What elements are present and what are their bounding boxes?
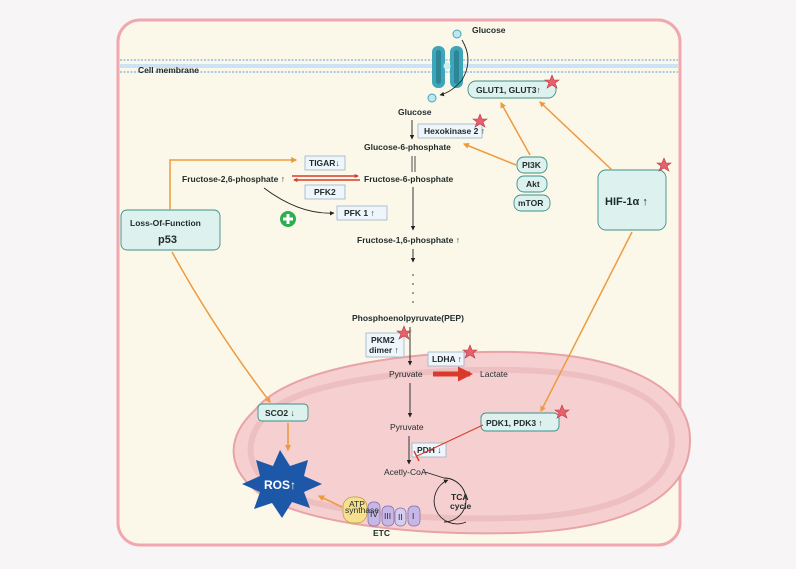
mtor-label: mTOR [518,198,543,208]
hexokinase-box [417,123,483,139]
akt-label: Akt [526,179,540,189]
pfk2-box [304,184,346,200]
glucose-molecule-icon [452,29,462,39]
glucose-transporter-icon [432,46,463,88]
pfk1-label: PFK 1 ↑ [344,208,375,218]
cell-membrane-label: Cell membrane [138,65,199,75]
glut-label: GLUT1, GLUT3↑ [476,85,541,95]
cell-membrane [120,59,678,73]
pkm2-box [365,332,405,358]
glucose-molecule-icon [427,93,437,103]
pyruvate-cytosol-label: Pyruvate [389,369,423,379]
pdk-label: PDK1, PDK3 ↑ [486,418,543,428]
pfk1-box [336,205,388,221]
upregulation-star-icons [396,74,672,419]
hif1a-label: HIF-1α ↑ [605,196,648,208]
acetyl-coa-label: Acetly-CoA [384,467,427,477]
hif1a-box [597,169,667,231]
fructose-2-6-phosphate-label: Fructose-2,6-phosphate ↑ [182,174,285,184]
etc-label: ETC [373,528,390,538]
sco2-box [257,403,309,422]
pep-label: Phosphoenolpyruvate(PEP) [352,313,464,323]
sco2-label: SCO2 ↓ [265,408,295,418]
activation-plus-icon [280,211,296,227]
etc-complexes-icon [342,496,421,527]
lactate-label: Lactate [480,369,508,379]
hexokinase-label: Hexokinase 2 ↑ [424,126,485,136]
pfk2-label: PFK2 [314,187,336,197]
tigar-label: TIGAR↓ [309,158,340,168]
atp-synthase-label-line1: ATP [349,499,365,509]
pdk-box [480,412,560,432]
complex-ii-label: II [398,512,403,522]
tca-cycle-icon [433,477,467,525]
complex-iv-label: IV [370,509,378,519]
fructose-6-phosphate-label: Fructose-6-phosphate [364,174,454,184]
glut-box [467,80,557,99]
pathway-continuation-dots [412,274,414,303]
ldha-label: LDHA ↑ [432,354,462,364]
pkm2-label-line1: PKM2 [371,335,395,345]
pkm2-label-line2: dimer ↑ [369,345,399,355]
glucose-inside-label: Glucose [398,107,432,117]
pi3k-label: PI3K [522,160,542,170]
complex-iii-label: III [384,511,391,521]
tca-label-line2: cycle [450,501,472,511]
glucose-outside-label: Glucose [472,25,506,35]
atp-synthase-label-line2: synthase [345,505,379,515]
mtor-box [513,194,551,212]
tca-label-line1: TCA [451,492,468,502]
glucose-6-phosphate-label: Glucose-6-phosphate [364,142,451,152]
ros-label: ROS↑ [264,478,296,492]
ros-burst-icon [242,450,322,518]
ldha-box [427,351,465,367]
complex-i-label: I [412,511,414,521]
fructose-1-6-phosphate-label: Fructose-1,6-phosphate ↑ [357,235,460,245]
pi3k-box [516,156,548,174]
p53-label-line1: Loss-Of-Function [130,218,201,228]
akt-box [516,175,548,193]
tigar-box [304,155,346,171]
pyruvate-mito-label: Pyruvate [390,422,424,432]
regulation-arrows [169,101,633,413]
p53-label-line2: p53 [158,234,177,246]
